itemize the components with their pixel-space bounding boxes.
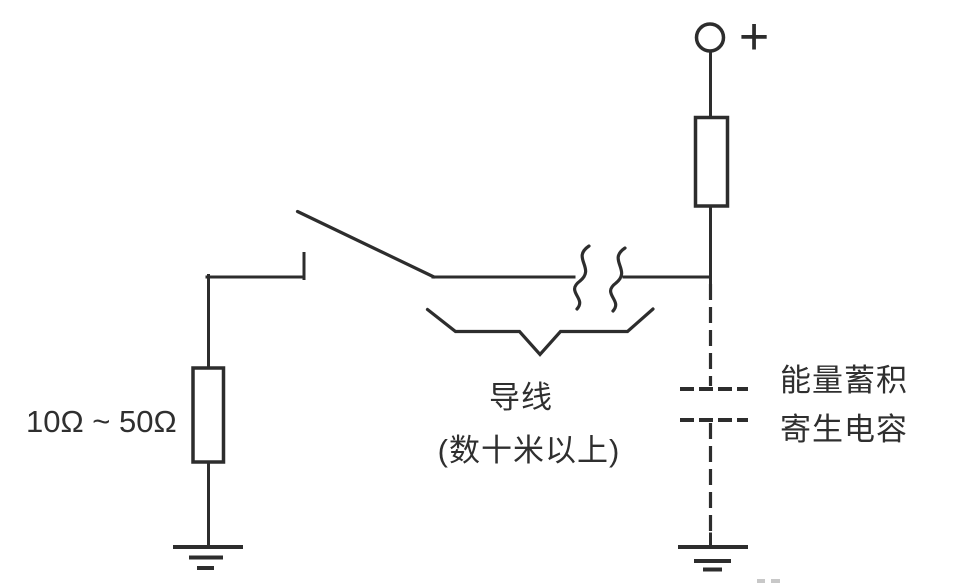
cropped-caption-remnant <box>757 579 780 583</box>
positive-polarity-label: + <box>739 8 769 66</box>
capacitor-caption-line1: 能量蓄积 <box>780 363 908 398</box>
wire-break-squiggle-left <box>573 244 591 311</box>
capacitor-caption-line2: 寄生电容 <box>780 412 908 447</box>
switch-blade <box>295 209 436 279</box>
ground-symbol-right <box>678 545 748 572</box>
termination-resistor-symbol <box>191 366 226 464</box>
wire-length-brace <box>425 307 655 357</box>
series-resistor-symbol <box>693 115 730 208</box>
wire-break-squiggle-right <box>609 246 627 313</box>
resistor-range-label: 10Ω ~ 50Ω <box>26 404 177 439</box>
positive-terminal-circle <box>694 22 726 53</box>
wire-label: 导线 <box>489 380 553 415</box>
wire-note-label: (数十米以上) <box>438 433 621 468</box>
ground-symbol-left <box>173 545 243 570</box>
